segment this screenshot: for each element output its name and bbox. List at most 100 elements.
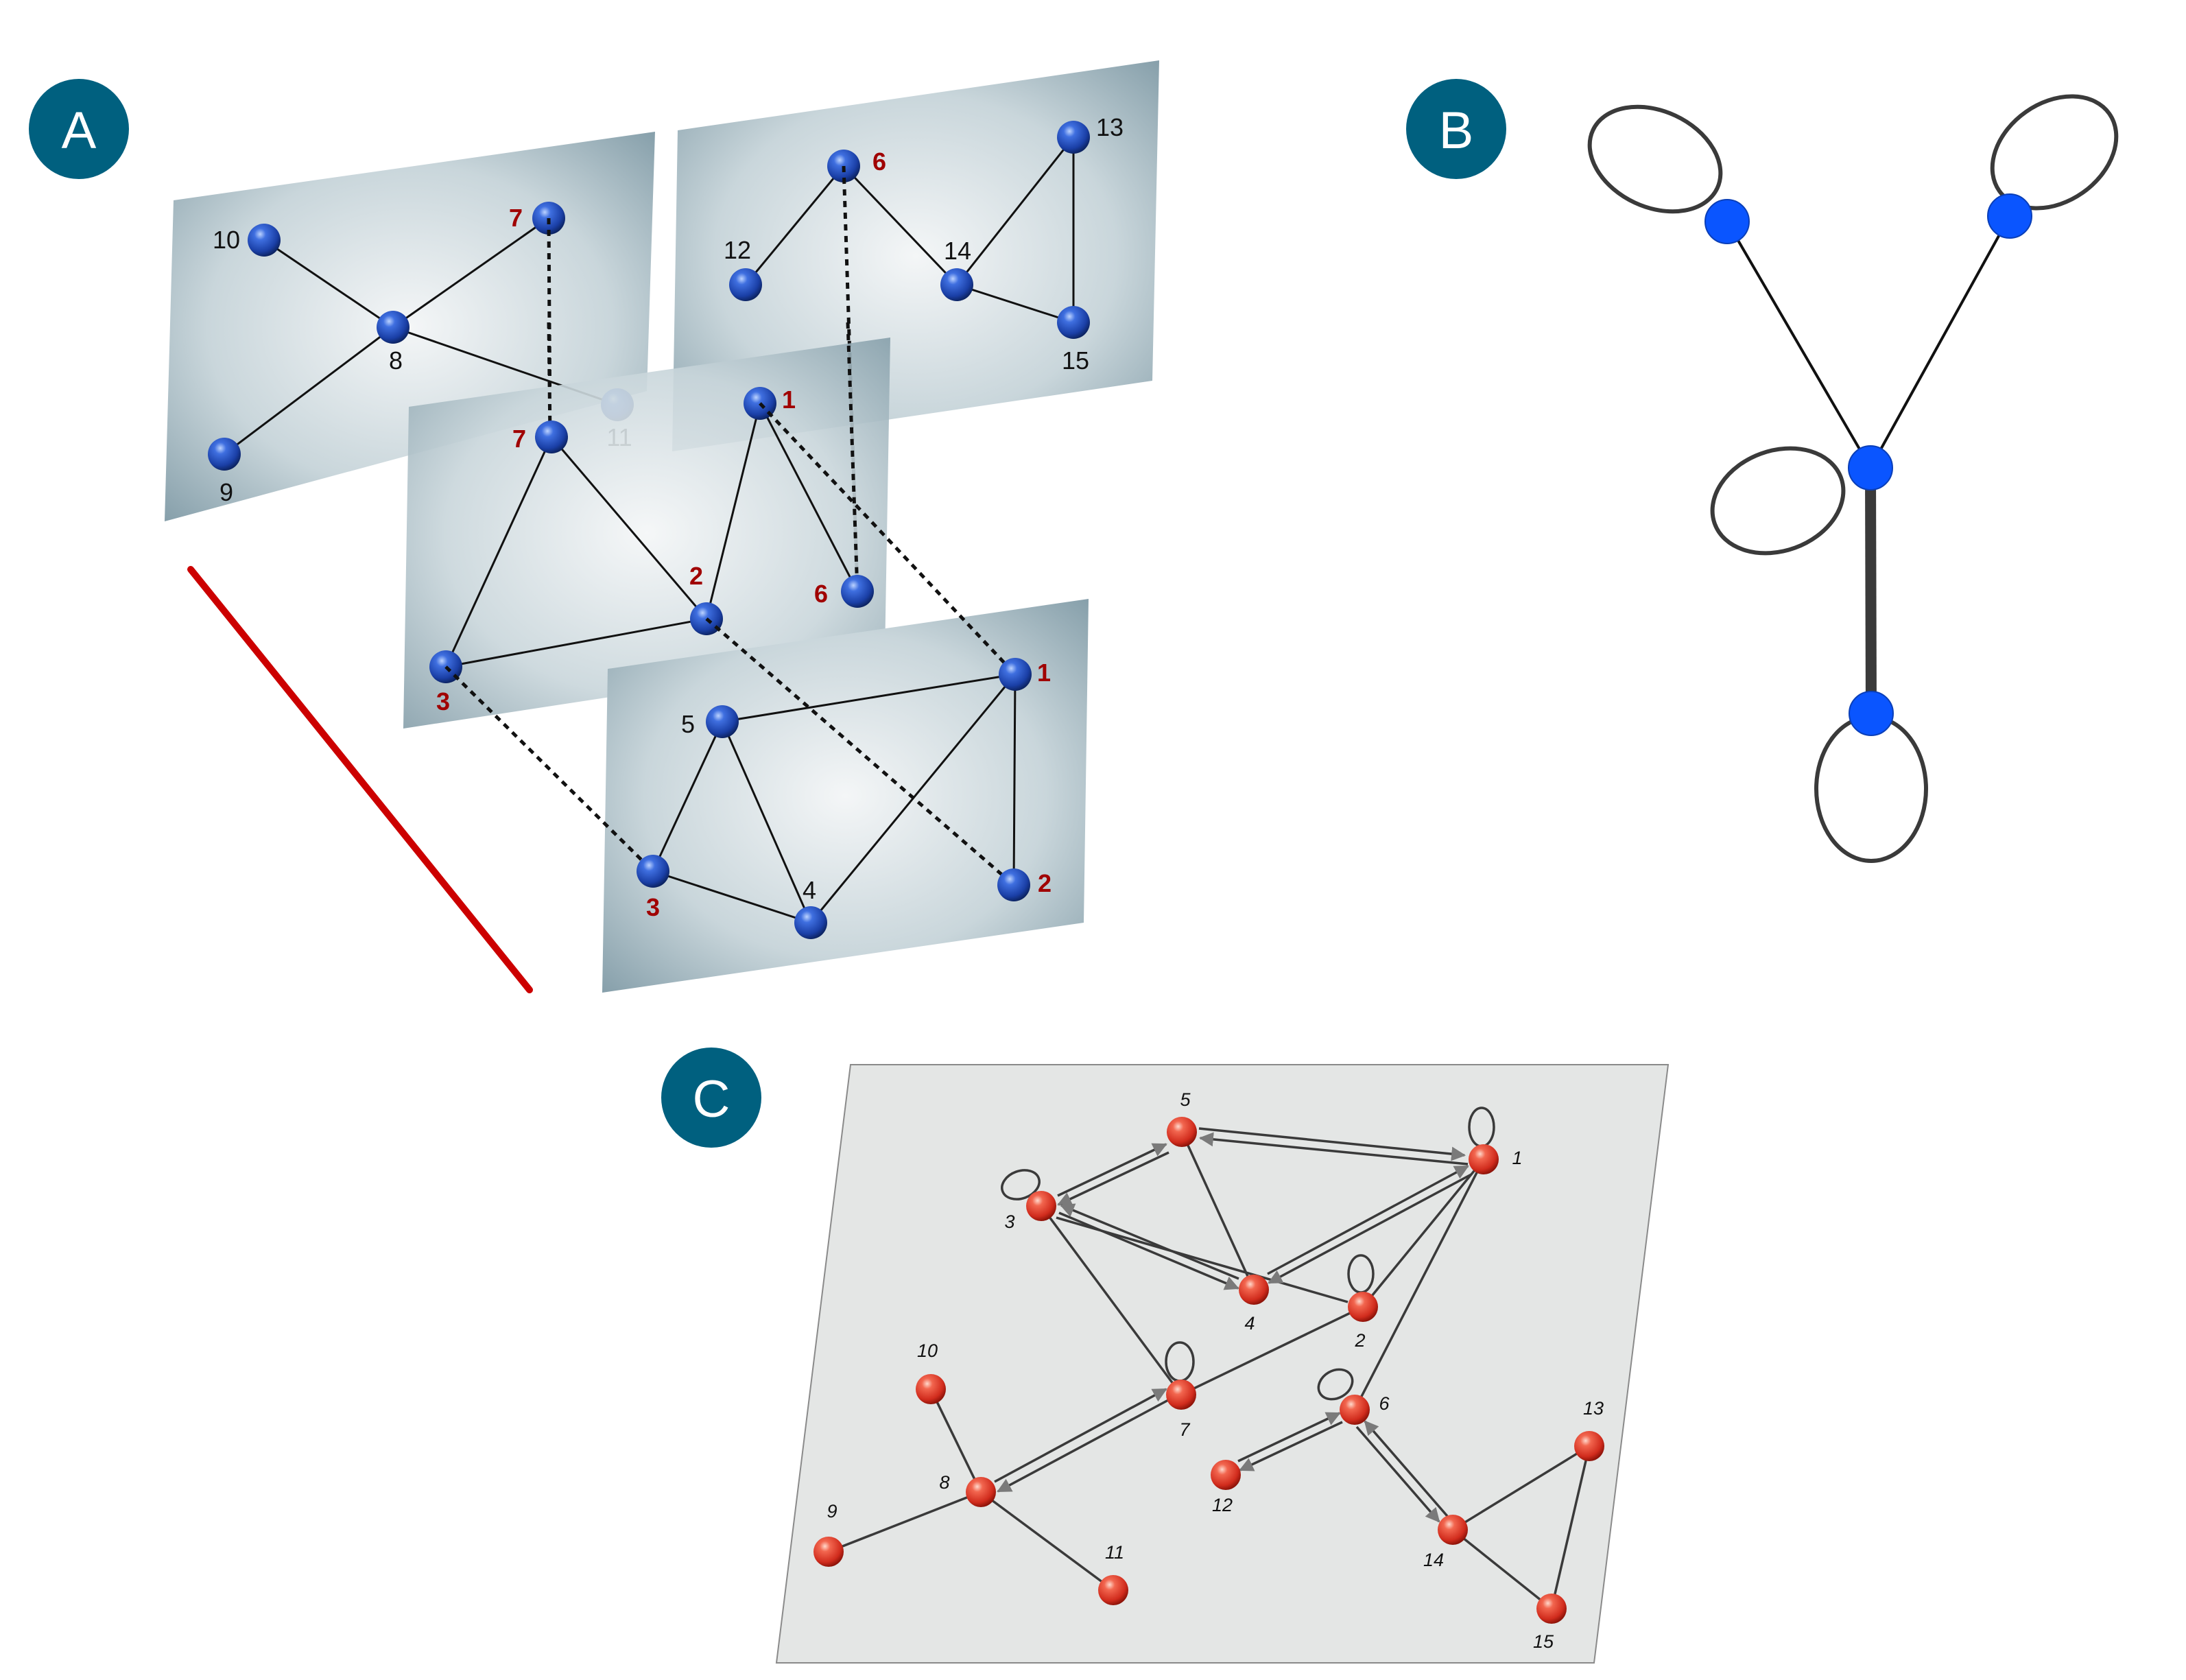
badge-b-circle: [1406, 79, 1506, 179]
loop-bottom: [1814, 715, 1928, 863]
panel-b-self-loops: [1587, 94, 2119, 863]
node-4: [794, 906, 827, 939]
node-1-middle-label: 1: [782, 386, 796, 414]
c-label-1: 1: [1512, 1148, 1522, 1168]
node-10: [248, 224, 281, 257]
node-9-label: 9: [219, 478, 233, 506]
edge-6-14: [842, 165, 958, 286]
node-5-label: 5: [681, 710, 695, 738]
c-edge-8-10: [929, 1388, 982, 1493]
node-6-middle-label: 6: [814, 580, 828, 608]
edge-8-9: [224, 326, 394, 456]
edge-3-2: [445, 617, 707, 668]
node-13-label: 13: [1096, 113, 1124, 141]
c-node-7: [1166, 1380, 1196, 1410]
c-label-2: 2: [1354, 1330, 1365, 1351]
c-node-1: [1469, 1144, 1499, 1174]
c-arrow-4-3: [1060, 1203, 1239, 1280]
c-edge-8-11: [979, 1491, 1115, 1592]
c-label-14: 14: [1423, 1550, 1444, 1570]
c-label-9: 9: [827, 1501, 837, 1522]
node-15-label: 15: [1062, 346, 1089, 375]
node-4-label: 4: [803, 876, 816, 904]
interlayer-link-6-front: [846, 322, 859, 592]
c-label-15: 15: [1533, 1631, 1554, 1652]
c-node-15: [1536, 1594, 1567, 1624]
c-label-10: 10: [917, 1340, 938, 1361]
layer-top-right-edges: [744, 137, 1075, 324]
loop-center: [1710, 446, 1846, 556]
edge-8-7: [392, 217, 549, 329]
badge-a-label: A: [62, 102, 97, 160]
c-node-11: [1098, 1575, 1128, 1605]
c-node-3: [1026, 1191, 1056, 1221]
panel-c-undirected-edges: [828, 1131, 1591, 1610]
interlayer-link-3: [444, 665, 654, 873]
c-label-5: 5: [1180, 1089, 1191, 1110]
edge-10-8: [263, 239, 394, 329]
node-1-bottom: [999, 658, 1032, 691]
edge-14-15: [956, 283, 1074, 324]
node-5: [706, 705, 739, 738]
node-12: [729, 268, 762, 301]
c-arrow-12-6: [1237, 1412, 1341, 1463]
node-6-top-label: 6: [872, 147, 886, 176]
c-arrow-6-14: [1355, 1425, 1440, 1523]
layer-middle-edges: [444, 403, 859, 668]
c-loop-3: [1001, 1169, 1041, 1200]
node-3-middle-label: 3: [436, 687, 450, 715]
interlayer-links-bottom: [444, 402, 1017, 886]
c-edge-3-2: [1056, 1216, 1349, 1303]
edge-1-2: [1012, 674, 1017, 886]
interlayer-link-7-front: [547, 322, 552, 438]
b-edge-top-right-center: [1869, 215, 2011, 469]
c-node-8: [966, 1477, 996, 1507]
node-14: [940, 268, 973, 301]
edge-13-14: [955, 137, 1075, 285]
c-edge-14-15: [1451, 1528, 1553, 1610]
edge-5-4: [721, 721, 812, 923]
edge-5-1: [722, 673, 1016, 723]
c-node-12: [1211, 1460, 1241, 1490]
layer-bottom-nodes: 5 1 3 4 2: [637, 658, 1052, 939]
panel-c-plane: [775, 1064, 1670, 1664]
b-edge-top-left-center: [1726, 220, 1872, 469]
c-node-5: [1167, 1117, 1197, 1147]
loop-top-right: [1990, 94, 2119, 211]
c-node-4: [1239, 1275, 1269, 1305]
badge-b-label: B: [1439, 102, 1474, 160]
c-arrow-3-5: [1057, 1143, 1167, 1197]
c-label-13: 13: [1583, 1398, 1604, 1419]
c-label-12: 12: [1212, 1495, 1233, 1515]
badge-c-circle: [661, 1048, 761, 1148]
c-label-11: 11: [1105, 1542, 1124, 1563]
red-diagonal-line: [187, 566, 533, 993]
node-2-bottom: [997, 868, 1030, 901]
badge-b: B: [1406, 79, 1506, 179]
node-7-top-label: 7: [509, 204, 523, 232]
c-arrow-5-1: [1198, 1127, 1466, 1161]
c-edge-3-7: [1040, 1205, 1183, 1396]
c-node-14: [1438, 1515, 1468, 1545]
node-12-label: 12: [724, 236, 751, 264]
panel-b: B: [1406, 79, 2119, 863]
node-10-label: 10: [213, 226, 240, 254]
node-7-middle-label: 7: [512, 425, 526, 453]
node-3-bottom-label: 3: [646, 893, 660, 921]
c-label-3: 3: [1004, 1211, 1014, 1232]
c-arrow-6-12: [1239, 1421, 1343, 1471]
node-15: [1057, 306, 1090, 339]
layer-top-right-nodes: 6 13 12 14 15: [724, 113, 1124, 375]
edge-5-3: [652, 721, 724, 872]
c-arrow-5-3: [1057, 1151, 1169, 1206]
c-arrow-3-4: [1058, 1211, 1239, 1290]
edge-3-4: [652, 870, 811, 924]
c-arrow-4-1: [1267, 1165, 1469, 1275]
node-13: [1057, 121, 1090, 154]
c-node-10: [916, 1374, 946, 1404]
node-8-label: 8: [389, 346, 403, 375]
layer-middle-plane: [403, 338, 890, 729]
c-arrow-1-4: [1268, 1173, 1472, 1284]
edge-4-1: [809, 674, 1017, 923]
